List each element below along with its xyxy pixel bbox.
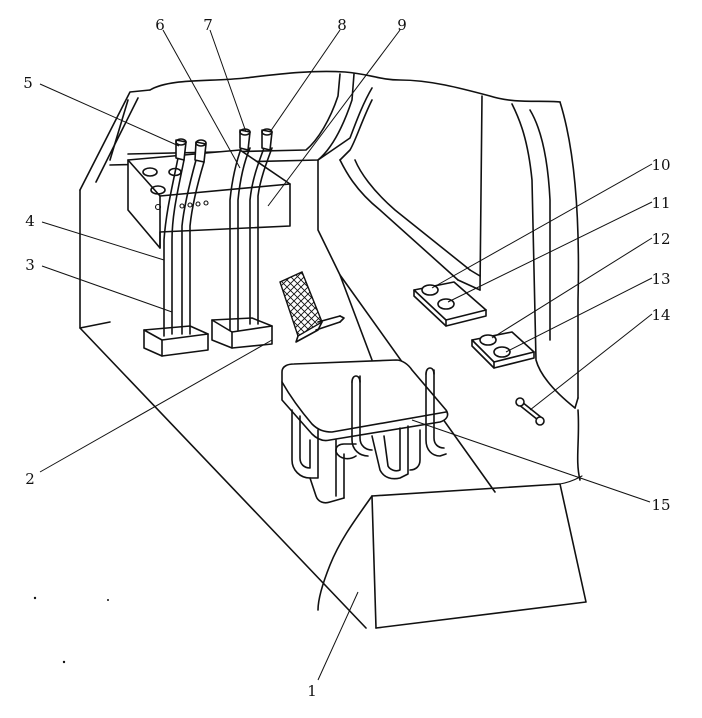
pedal	[279, 271, 345, 343]
leader-9	[267, 29, 401, 207]
right-side-panel	[317, 87, 373, 161]
callout-3: 3	[25, 256, 35, 274]
switch-panel-lower	[471, 331, 535, 369]
lever-pair-left	[143, 138, 209, 357]
callout-6: 6	[155, 16, 165, 34]
leader-8	[269, 29, 341, 133]
leader-1	[317, 591, 359, 681]
leader-5	[39, 83, 180, 147]
callout-9: 9	[397, 16, 407, 34]
seat	[281, 359, 449, 504]
leader-10	[431, 163, 653, 289]
cab-shell	[79, 70, 587, 629]
leader-6	[162, 29, 241, 169]
leader-3	[41, 265, 173, 313]
callout-labels: 1 2 3 4 5 6 7 8 9 10 11 12 13 14 15	[23, 16, 670, 700]
callout-15: 15	[651, 496, 670, 514]
callout-1: 1	[307, 682, 317, 700]
leader-2	[39, 339, 273, 473]
leader-4	[41, 221, 165, 261]
switch-panel-upper	[413, 281, 487, 327]
leader-14	[529, 313, 653, 411]
callout-2: 2	[25, 470, 35, 488]
callout-10: 10	[651, 156, 670, 174]
callout-13: 13	[651, 270, 670, 288]
callout-7: 7	[203, 16, 213, 34]
leader-7	[209, 29, 247, 133]
callout-14: 14	[651, 306, 670, 324]
callout-11: 11	[651, 194, 670, 212]
handle	[515, 397, 545, 426]
callout-8: 8	[337, 16, 347, 34]
lever-pair-right	[211, 128, 273, 349]
callout-5: 5	[23, 74, 33, 92]
leader-15	[411, 419, 651, 503]
callout-12: 12	[651, 230, 670, 248]
front-floor-panel	[371, 483, 587, 629]
floor-edge	[317, 159, 496, 493]
leader-13	[505, 277, 653, 353]
leader-lines	[39, 29, 653, 681]
leader-12	[491, 237, 653, 339]
leader-11	[447, 201, 653, 303]
callout-4: 4	[25, 212, 35, 230]
specks	[33, 596, 109, 664]
